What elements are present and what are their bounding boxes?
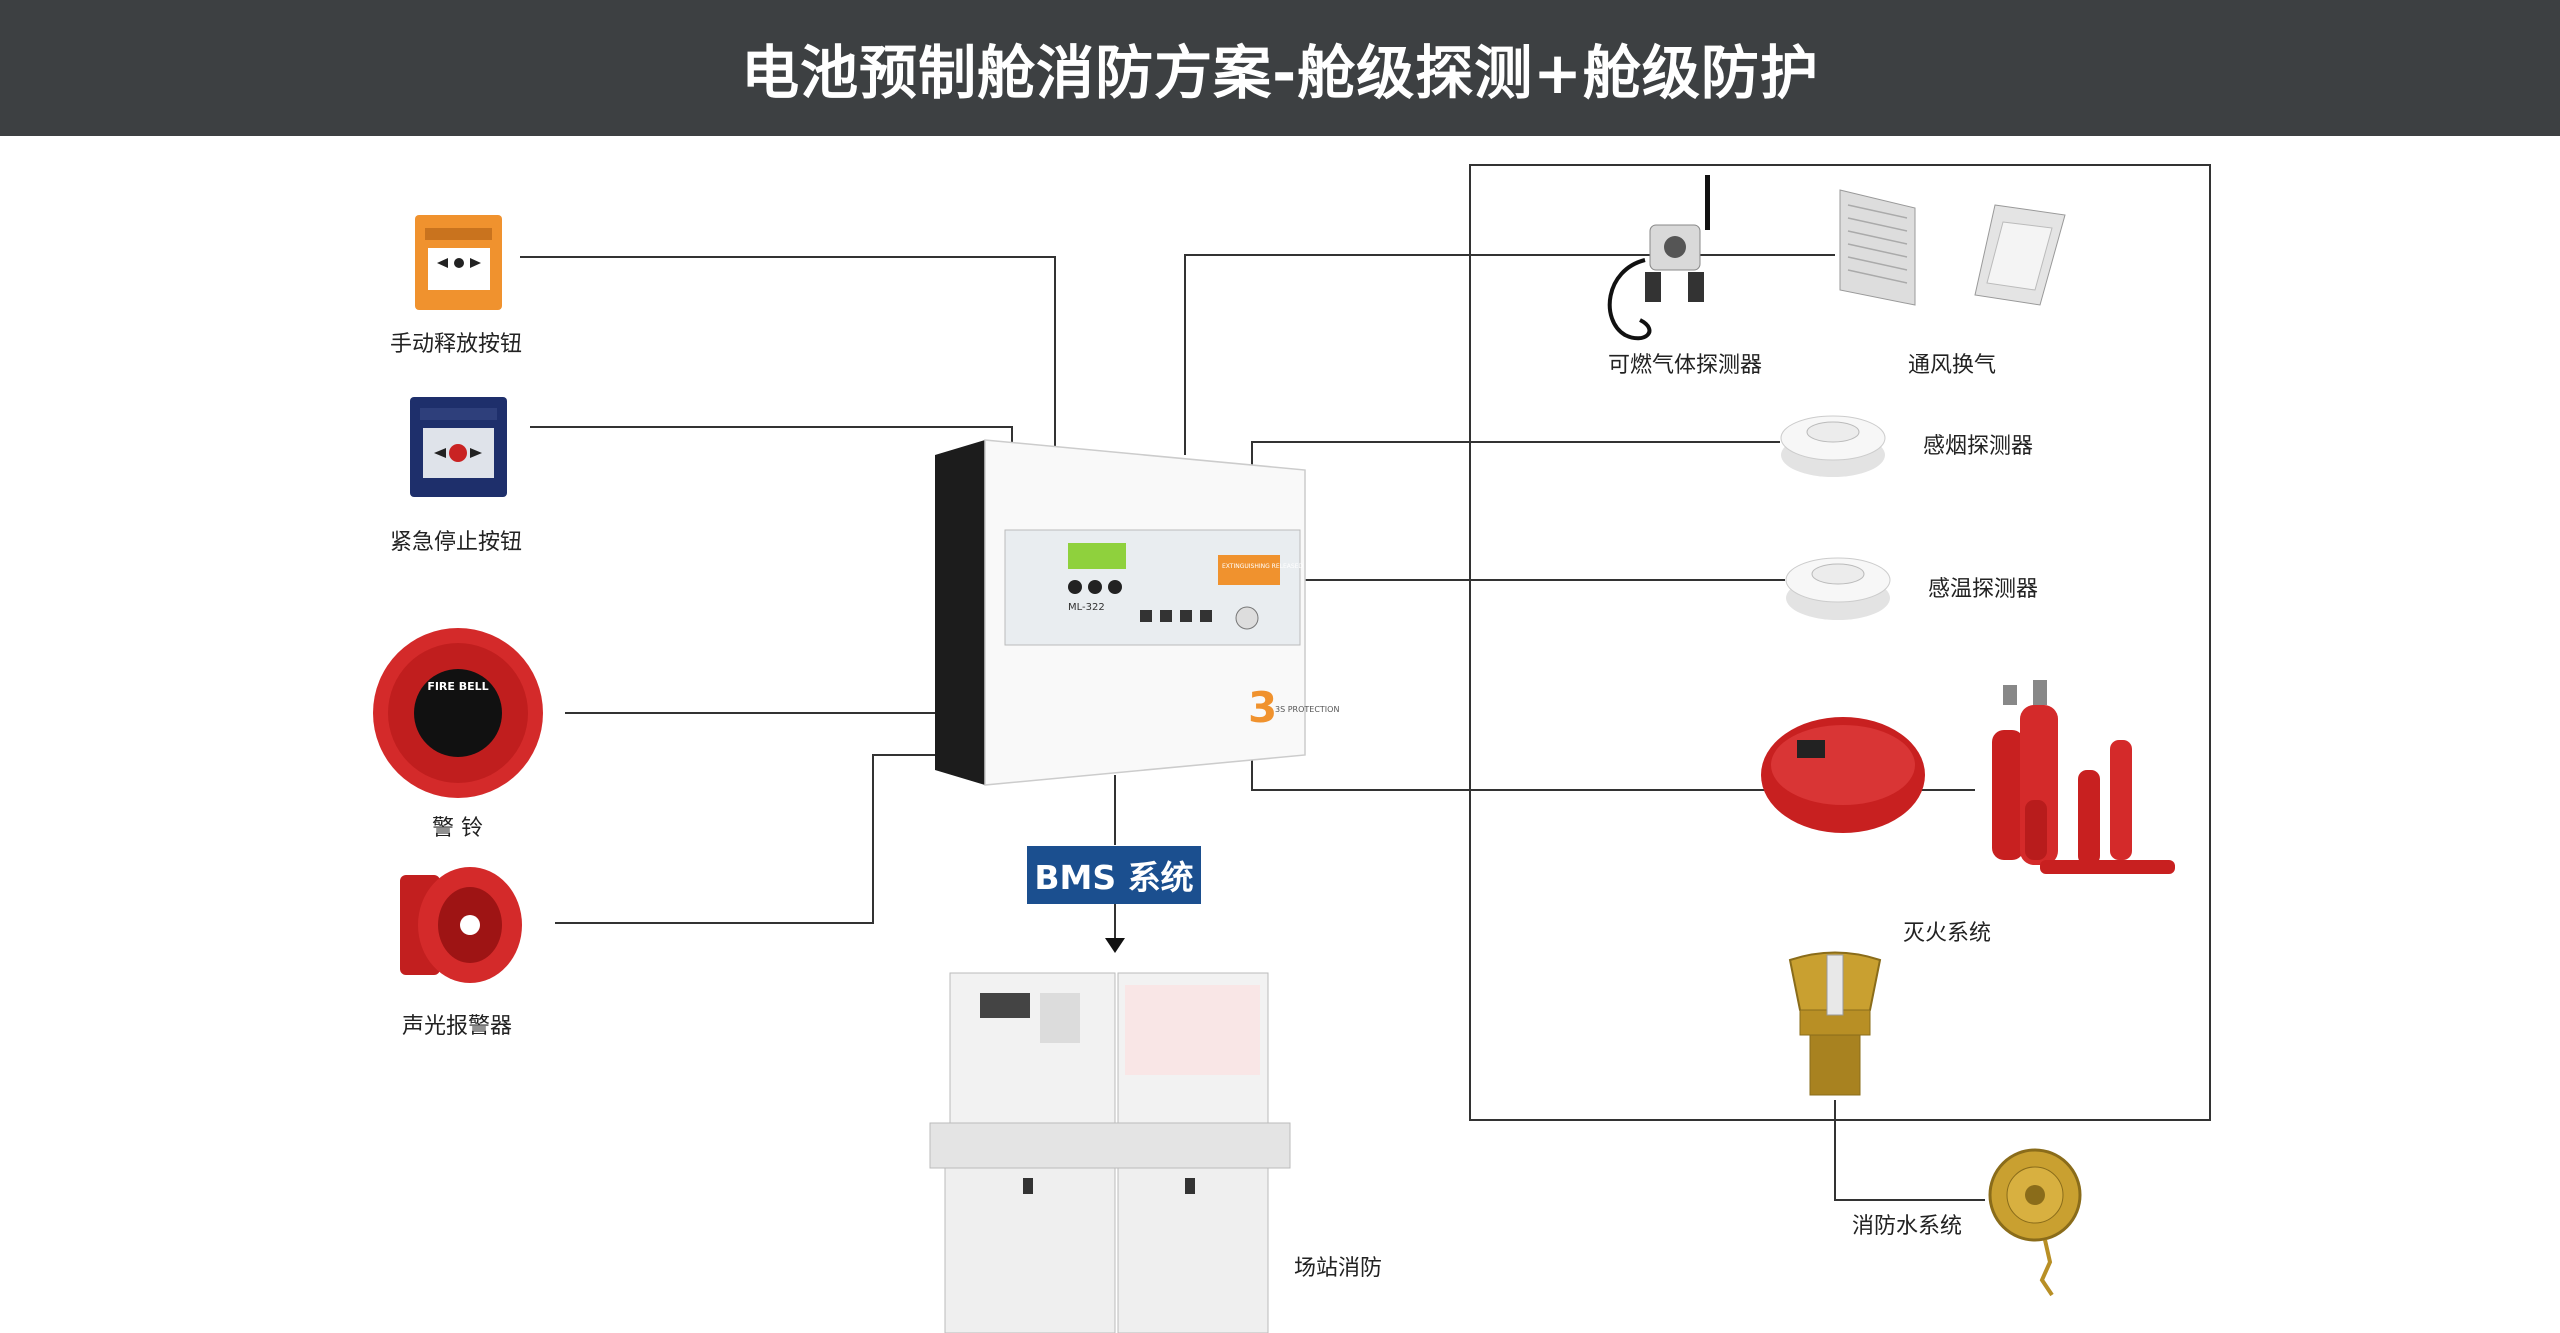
extinguishing-system-device [1761, 680, 2175, 874]
ventilation-device [1839, 189, 2066, 306]
emergency-stop-label: 紧急停止按钮 [390, 530, 523, 555]
bms-system-label: BMS 系统 [1034, 858, 1194, 897]
bms-system-box: BMS 系统 [1027, 846, 1201, 904]
fire-water-valve-device [1988, 1148, 2082, 1297]
cabin-boundary-box [1469, 164, 2211, 1121]
heat-detector-device [1785, 557, 1891, 620]
manual-release-label: 手动释放按钮 [390, 332, 523, 357]
fire-bell-device [373, 628, 543, 798]
fire-bell-label: 警 铃 [432, 816, 483, 841]
fire-bell-tag: FIRE BELL [427, 680, 488, 693]
sprinkler-device [1788, 951, 1882, 1096]
line-smoke [1251, 441, 1780, 488]
line-gas-ventilation [1184, 254, 1835, 455]
panel-warning: EXTINGUISHING RELEASED [1222, 563, 1303, 570]
panel-brand: 3S PROTECTION [1275, 705, 1339, 714]
line-sound-light [555, 754, 940, 924]
line-extinguishing [1251, 750, 1975, 791]
extinguishing-system-label: 灭火系统 [1903, 921, 1992, 946]
arrow-head-icon [1105, 938, 1125, 953]
manual-release-device [415, 215, 502, 310]
station-fire-cabinet-device [929, 972, 1291, 1333]
sound-light-alarm-label: 声光报警器 [402, 1014, 513, 1039]
smoke-detector-device [1780, 415, 1886, 477]
line-emergency-stop [530, 426, 1013, 455]
line-manual-release [520, 256, 1056, 450]
gas-detector-label: 可燃气体探测器 [1608, 353, 1763, 378]
panel-model: ML-322 [1068, 602, 1105, 613]
control-panel-device: 3 [935, 439, 1306, 786]
smoke-detector-label: 感烟探测器 [1923, 434, 2034, 459]
line-water-system [1834, 1100, 1985, 1201]
header-bar: 电池预制舱消防方案-舱级探测+舱级防护 [0, 0, 2560, 136]
gas-detector-device [1607, 175, 1710, 341]
heat-detector-label: 感温探测器 [1928, 577, 2039, 602]
svg-text:3: 3 [1248, 683, 1277, 732]
page-title: 电池预制舱消防方案-舱级探测+舱级防护 [741, 39, 1819, 107]
emergency-stop-device [410, 397, 507, 497]
ventilation-label: 通风换气 [1908, 353, 1997, 378]
station-fire-label: 场站消防 [1294, 1256, 1383, 1281]
sound-light-alarm-device [400, 867, 522, 983]
fire-water-system-label: 消防水系统 [1852, 1214, 1963, 1239]
